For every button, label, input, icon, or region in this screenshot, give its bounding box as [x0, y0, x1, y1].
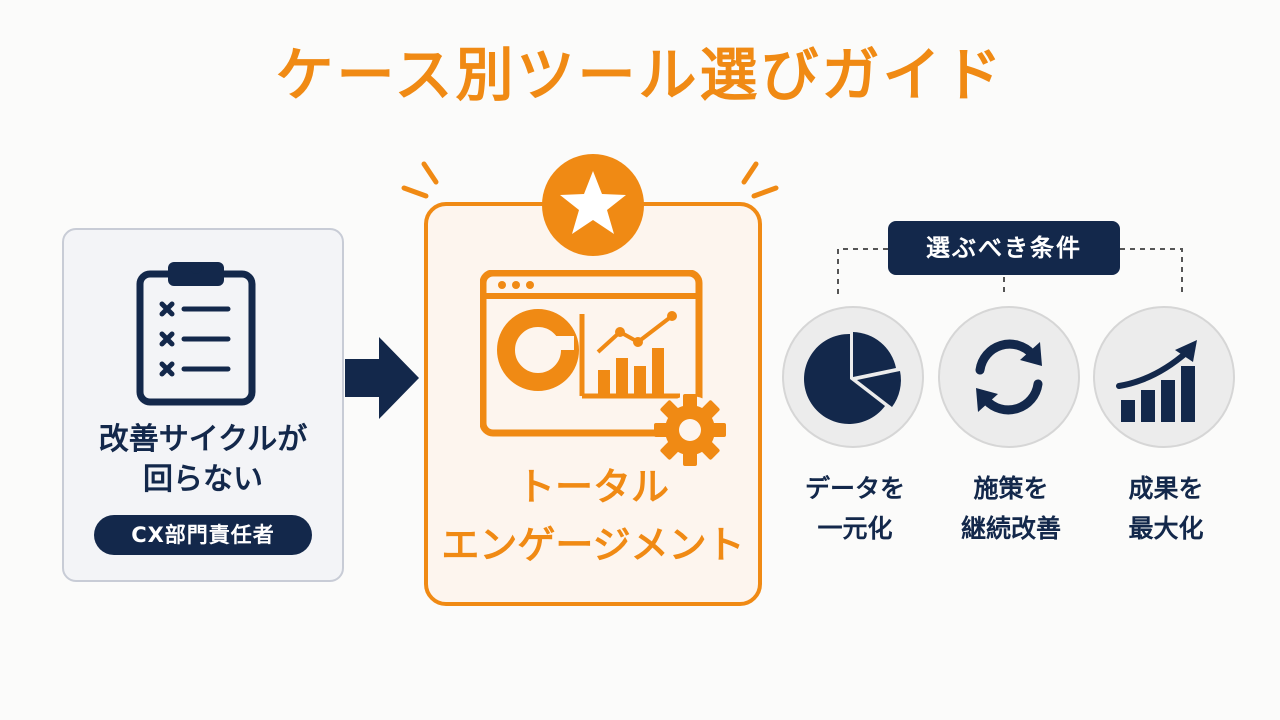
star-icon — [542, 154, 644, 256]
condition-label-line: 一元化 — [817, 514, 893, 543]
right-arrow-icon — [345, 337, 419, 419]
condition-label: 施策を 継続改善 — [926, 469, 1096, 549]
problem-line: 回らない — [143, 462, 263, 497]
pie-chart-icon — [782, 306, 924, 448]
condition-label-line: 成果を — [1128, 474, 1204, 503]
refresh-cycle-icon — [938, 306, 1080, 448]
dashboard-gear-icon — [480, 270, 726, 466]
condition-label: データを 一元化 — [770, 469, 940, 549]
problem-card: 改善サイクルが 回らない CX部門責任者 — [62, 228, 344, 582]
condition-label-line: データを — [804, 474, 905, 503]
solution-text: トータル エンゲージメント — [424, 458, 762, 574]
problem-text: 改善サイクルが 回らない — [64, 420, 342, 500]
solution-line: エンゲージメント — [441, 523, 745, 567]
conditions-header: 選ぶべき条件 — [888, 221, 1120, 275]
solution-line: トータル — [516, 465, 669, 509]
growth-chart-icon — [1093, 306, 1235, 448]
problem-line: 改善サイクルが — [98, 422, 308, 457]
highlight-rays-icon — [401, 161, 779, 199]
condition-label-line: 継続改善 — [960, 514, 1061, 543]
role-badge: CX部門責任者 — [94, 515, 312, 555]
clipboard-checklist-icon — [136, 262, 256, 406]
condition-connectors — [837, 248, 1183, 297]
condition-label-line: 最大化 — [1128, 514, 1204, 543]
condition-label-line: 施策を — [973, 474, 1049, 503]
page-title: ケース別ツール選びガイド — [275, 41, 1005, 109]
condition-label: 成果を 最大化 — [1081, 469, 1251, 549]
